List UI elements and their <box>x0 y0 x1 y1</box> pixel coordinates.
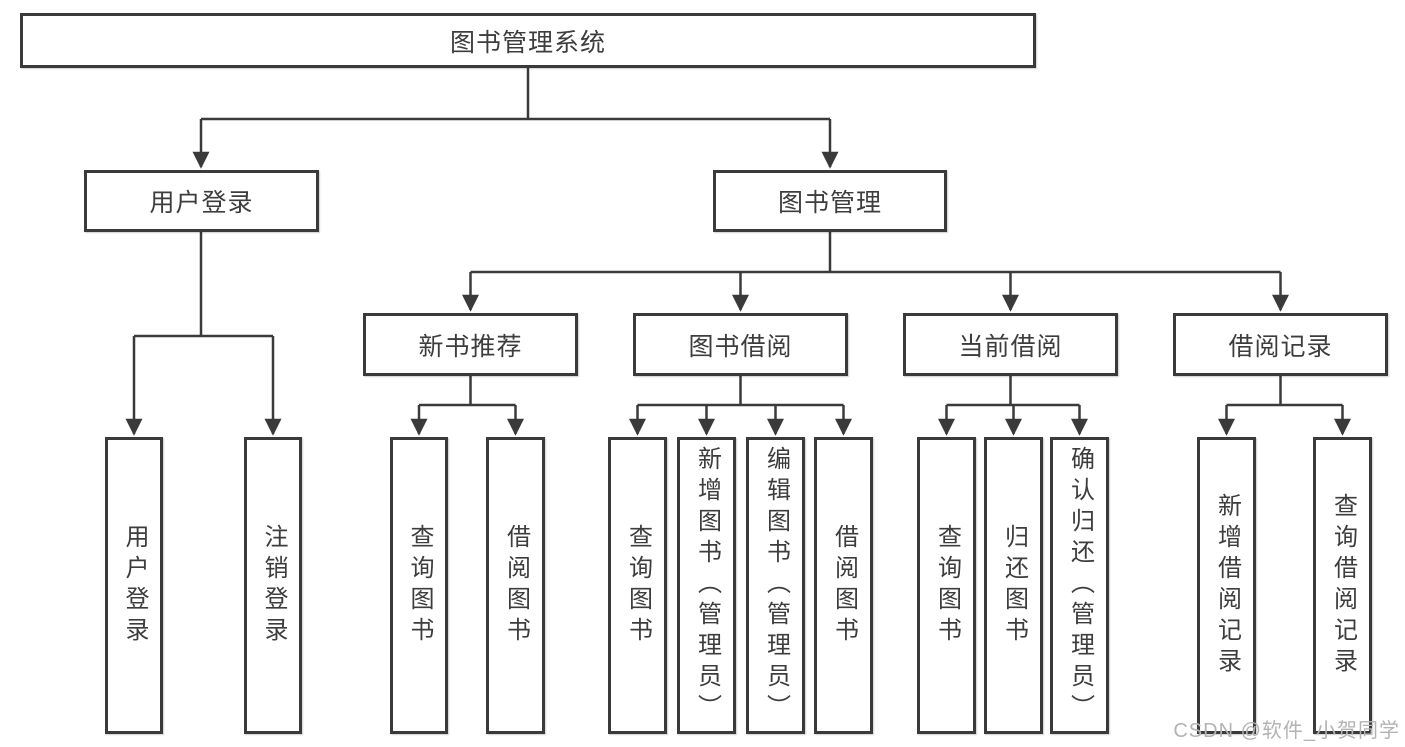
leaf-add-borrow-record: 新增借阅记录 <box>1197 437 1256 734</box>
leaf-current-query-books-label: 查询图书 <box>933 523 961 648</box>
leaf-query-borrow-record-label: 查询借阅记录 <box>1329 492 1357 679</box>
node-user-login: 用户登录 <box>84 170 319 232</box>
leaf-confirm-return-admin: 确认归还（管理员） <box>1050 437 1109 734</box>
node-current-borrow-label: 当前借阅 <box>958 332 1063 361</box>
node-new-book-recommend-label: 新书推荐 <box>418 332 523 361</box>
leaf-user-login-label: 用户登录 <box>121 523 148 648</box>
node-book-borrow-label: 图书借阅 <box>688 332 793 361</box>
leaf-borrow-query-books-label: 查询图书 <box>624 523 652 648</box>
leaf-edit-books-admin: 编辑图书（管理员） <box>746 437 805 734</box>
leaf-edit-books-admin-label: 编辑图书（管理员） <box>762 446 790 725</box>
node-book-management-label: 图书管理 <box>777 189 882 217</box>
leaf-add-books-admin: 新增图书（管理员） <box>677 437 736 734</box>
node-user-login-label: 用户登录 <box>149 189 254 217</box>
node-root: 图书管理系统 <box>20 13 1036 68</box>
leaf-borrow-books: 借阅图书 <box>814 437 873 734</box>
leaf-return-books: 归还图书 <box>984 437 1043 734</box>
leaf-recommend-query-books: 查询图书 <box>390 437 448 734</box>
leaf-logout-label: 注销登录 <box>260 523 287 648</box>
csdn-watermark: CSDN @软件_小贺同学 <box>1173 720 1400 742</box>
leaf-borrow-books-label: 借阅图书 <box>830 523 858 648</box>
node-root-label: 图书管理系统 <box>449 28 606 57</box>
leaf-add-books-admin-label: 新增图书（管理员） <box>693 446 721 725</box>
node-new-book-recommend: 新书推荐 <box>363 313 578 376</box>
leaf-recommend-borrow-books-label: 借阅图书 <box>502 523 530 648</box>
leaf-add-borrow-record-label: 新增借阅记录 <box>1213 492 1241 679</box>
leaf-logout: 注销登录 <box>244 437 302 734</box>
node-borrow-records: 借阅记录 <box>1173 313 1388 376</box>
leaf-confirm-return-admin-label: 确认归还（管理员） <box>1066 446 1094 725</box>
leaf-user-login: 用户登录 <box>105 437 163 734</box>
leaf-return-books-label: 归还图书 <box>1000 523 1028 648</box>
leaf-query-borrow-record: 查询借阅记录 <box>1313 437 1372 734</box>
node-borrow-records-label: 借阅记录 <box>1228 332 1333 361</box>
leaf-recommend-borrow-books: 借阅图书 <box>486 437 545 734</box>
leaf-recommend-query-books-label: 查询图书 <box>406 523 433 648</box>
leaf-borrow-query-books: 查询图书 <box>608 437 667 734</box>
node-book-management: 图书管理 <box>713 170 947 232</box>
leaf-current-query-books: 查询图书 <box>917 437 976 734</box>
node-current-borrow: 当前借阅 <box>903 313 1118 376</box>
node-book-borrow: 图书借阅 <box>633 313 848 376</box>
